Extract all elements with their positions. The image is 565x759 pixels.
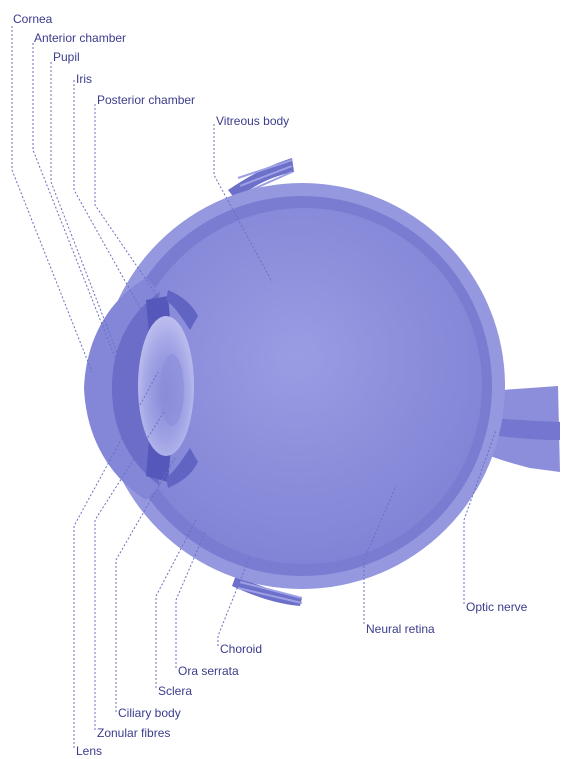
label-anterior-chamber: Anterior chamber bbox=[34, 31, 126, 45]
label-ciliary-body: Ciliary body bbox=[118, 706, 181, 720]
label-choroid: Choroid bbox=[220, 642, 262, 656]
label-lens: Lens bbox=[76, 744, 102, 758]
label-neural-retina: Neural retina bbox=[366, 622, 435, 636]
label-zonular-fibres: Zonular fibres bbox=[97, 726, 170, 740]
label-vitreous-body: Vitreous body bbox=[216, 114, 289, 128]
label-sclera: Sclera bbox=[158, 684, 192, 698]
lens-core bbox=[160, 354, 184, 426]
label-pupil: Pupil bbox=[53, 50, 80, 64]
label-cornea: Cornea bbox=[13, 12, 52, 26]
label-posterior-chamber: Posterior chamber bbox=[97, 93, 195, 107]
label-ora-serrata: Ora serrata bbox=[178, 664, 239, 678]
label-optic-nerve: Optic nerve bbox=[466, 600, 527, 614]
label-iris: Iris bbox=[76, 72, 92, 86]
